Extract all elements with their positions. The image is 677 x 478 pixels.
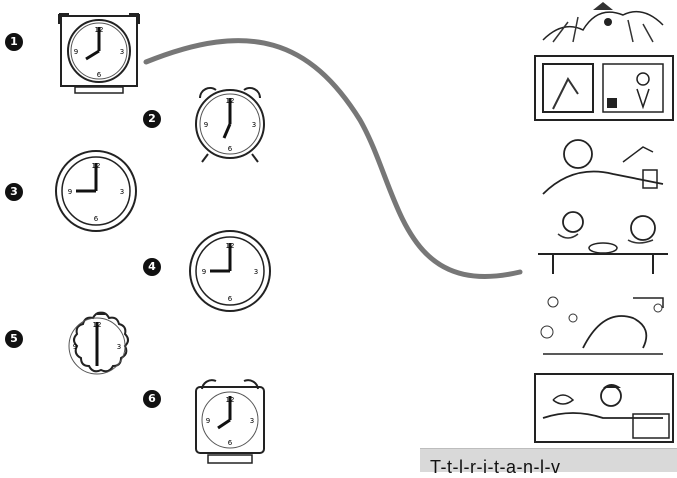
number-badge-6: 6 bbox=[143, 390, 161, 408]
square-clock-1[interactable]: 12 3 6 9 bbox=[55, 10, 143, 96]
number-badge-4: 4 bbox=[143, 258, 161, 276]
svg-text:9: 9 bbox=[206, 417, 210, 425]
svg-text:3: 3 bbox=[120, 188, 124, 196]
svg-text:9: 9 bbox=[73, 343, 77, 351]
svg-text:12: 12 bbox=[226, 242, 235, 250]
svg-text:3: 3 bbox=[252, 121, 256, 129]
svg-text:6: 6 bbox=[228, 295, 233, 303]
picture-bed-scene[interactable] bbox=[533, 370, 675, 446]
flower-clock-5[interactable]: 12 3 9 bbox=[52, 300, 142, 388]
svg-text:12: 12 bbox=[95, 26, 104, 34]
picture-bath-scene[interactable] bbox=[533, 288, 675, 358]
svg-text:6: 6 bbox=[94, 215, 99, 223]
svg-text:6: 6 bbox=[97, 71, 102, 79]
svg-text:6: 6 bbox=[228, 439, 233, 447]
svg-text:6: 6 bbox=[228, 145, 233, 153]
svg-text:12: 12 bbox=[226, 396, 235, 404]
alarm-clock-2[interactable]: 12 3 6 9 bbox=[188, 80, 272, 164]
caption-box: T-t-l-r-i-t-a-n-l-v bbox=[420, 448, 677, 472]
picture-table-scene[interactable] bbox=[533, 204, 675, 276]
svg-text:9: 9 bbox=[204, 121, 208, 129]
svg-text:3: 3 bbox=[120, 48, 124, 56]
picture-window-scene[interactable] bbox=[533, 54, 675, 122]
svg-text:12: 12 bbox=[92, 162, 101, 170]
svg-text:3: 3 bbox=[250, 417, 254, 425]
svg-text:3: 3 bbox=[254, 268, 258, 276]
svg-text:9: 9 bbox=[74, 48, 78, 56]
number-badge-2: 2 bbox=[143, 110, 161, 128]
round-clock-3[interactable]: 12 3 6 9 bbox=[52, 148, 140, 234]
picture-desk-scene[interactable] bbox=[533, 132, 675, 196]
caption-text: T-t-l-r-i-t-a-n-l-v bbox=[430, 457, 560, 478]
picture-tree-scene[interactable] bbox=[533, 0, 675, 44]
number-badge-5: 5 bbox=[5, 330, 23, 348]
svg-text:9: 9 bbox=[202, 268, 206, 276]
svg-text:12: 12 bbox=[226, 97, 235, 105]
svg-text:12: 12 bbox=[93, 321, 102, 329]
number-badge-1: 1 bbox=[5, 33, 23, 51]
alarm-clock-6[interactable]: 12 3 6 9 bbox=[188, 375, 272, 469]
round-clock-4[interactable]: 12 3 6 9 bbox=[186, 228, 274, 314]
number-badge-3: 3 bbox=[5, 183, 23, 201]
svg-text:9: 9 bbox=[68, 188, 72, 196]
svg-text:3: 3 bbox=[117, 343, 121, 351]
